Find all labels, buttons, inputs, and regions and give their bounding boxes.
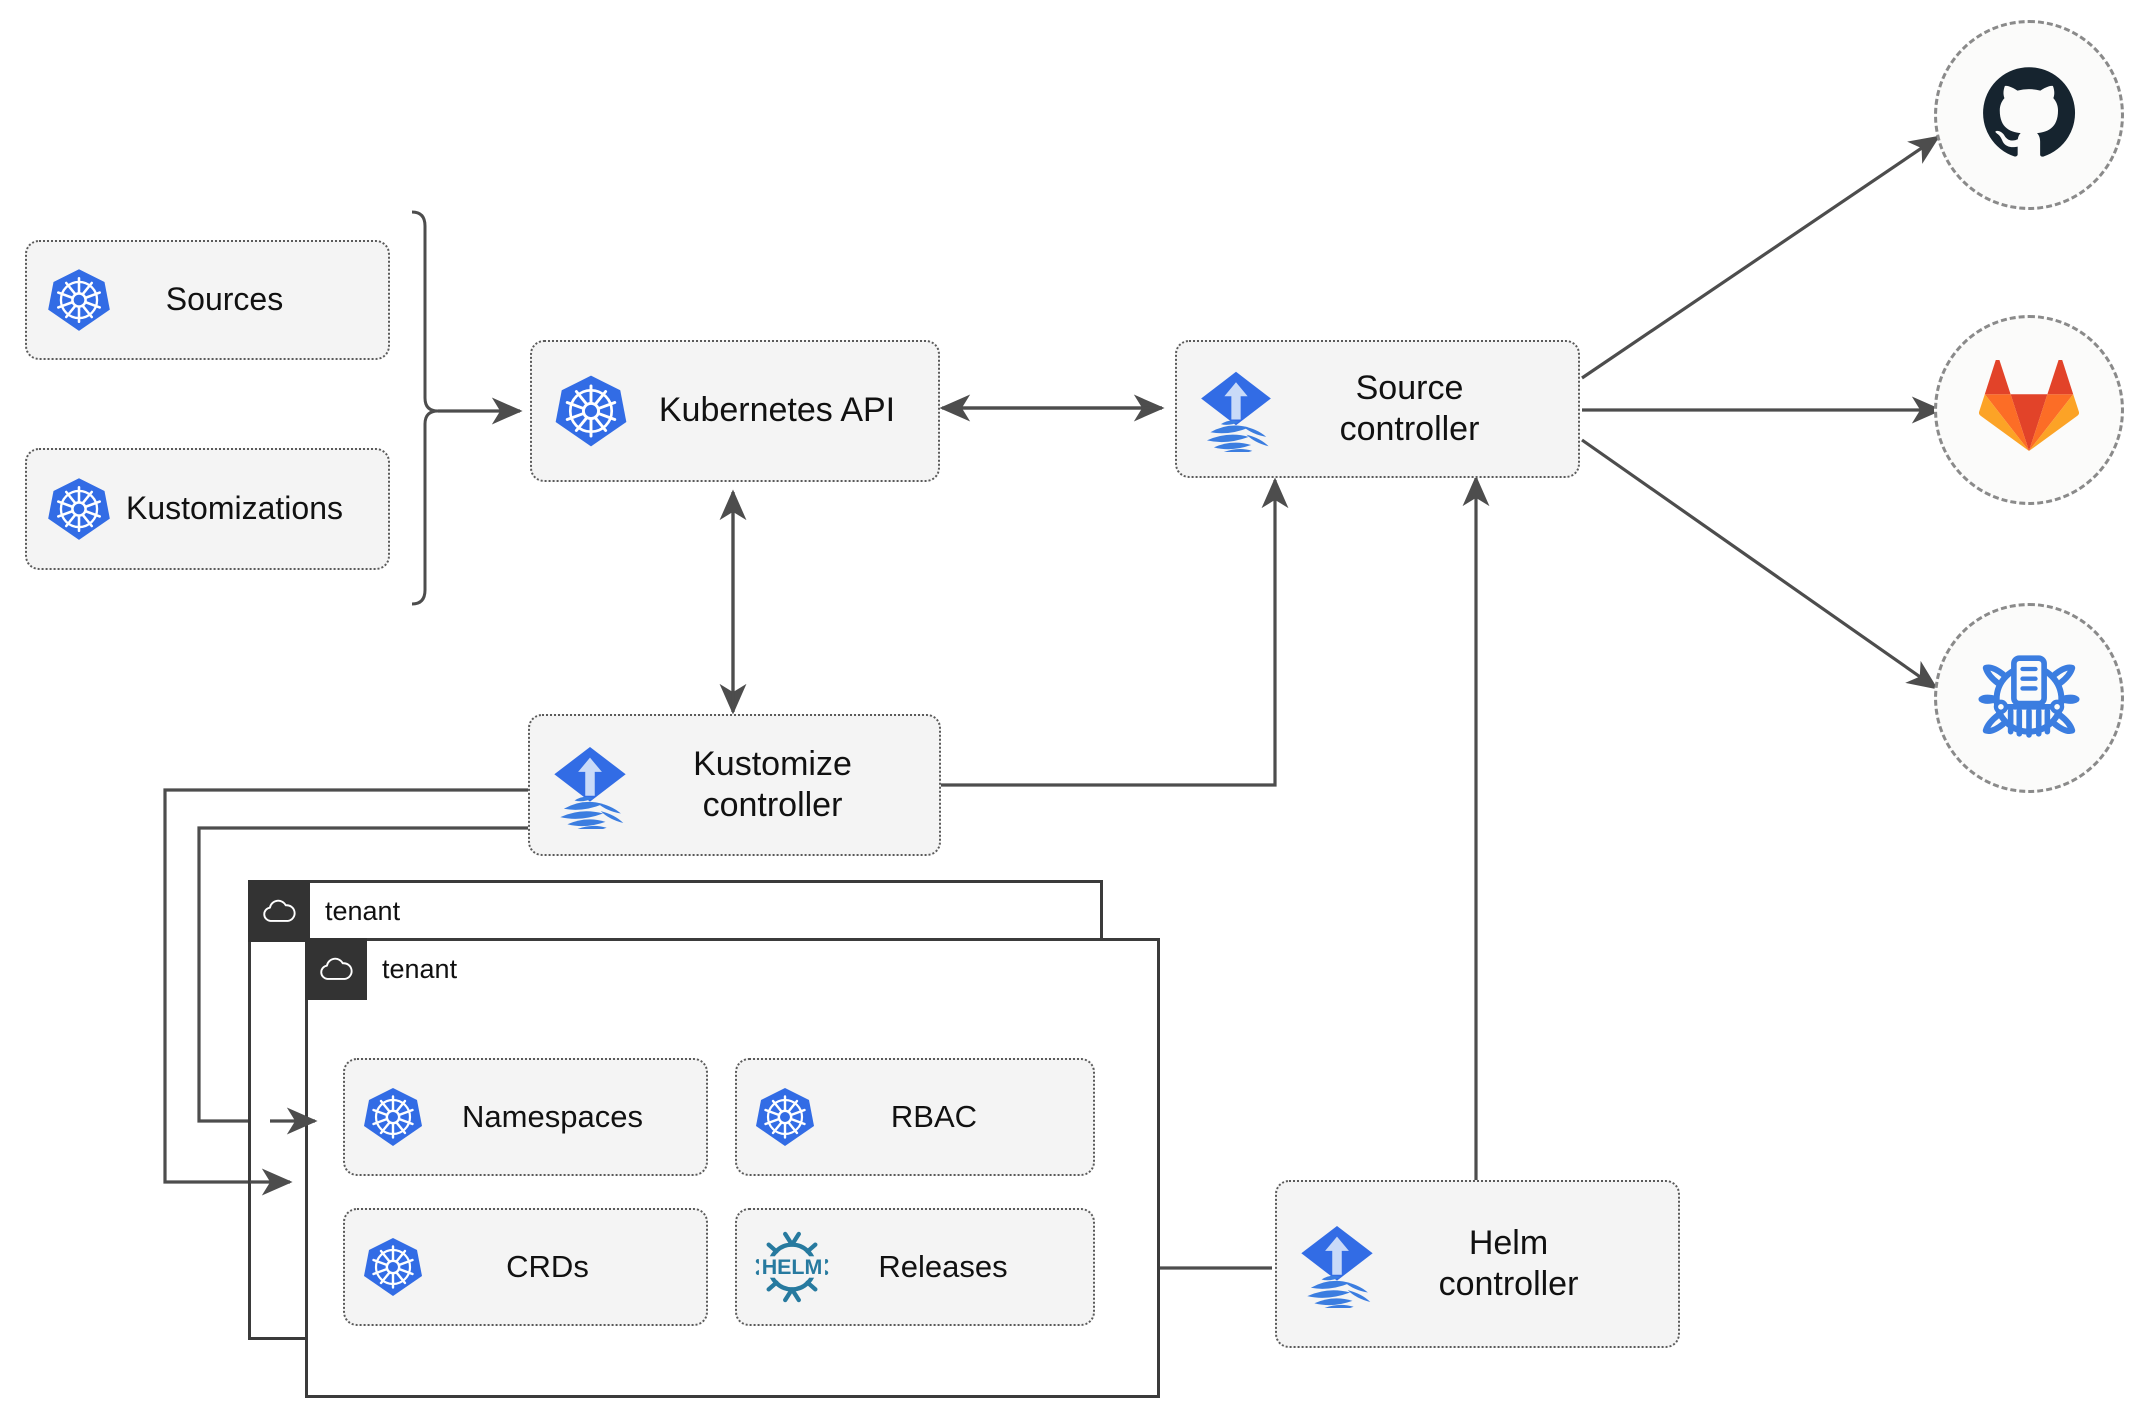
node-source-controller[interactable]: Source controller bbox=[1175, 340, 1580, 478]
node-helm-controller[interactable]: Helm controller bbox=[1275, 1180, 1680, 1348]
kubernetes-icon bbox=[45, 266, 113, 334]
tenant-label: tenant bbox=[382, 953, 458, 984]
kubernetes-icon bbox=[45, 475, 113, 543]
flux-icon bbox=[1195, 366, 1277, 452]
node-label: Releases bbox=[878, 1249, 1008, 1285]
node-label: Namespaces bbox=[462, 1099, 643, 1135]
node-label: Kustomize controller bbox=[693, 744, 852, 824]
repo-gitlab[interactable] bbox=[1934, 315, 2124, 505]
node-kubernetes-api[interactable]: Kubernetes API bbox=[530, 340, 940, 482]
flux-icon bbox=[1295, 1220, 1379, 1308]
node-namespaces[interactable]: Namespaces bbox=[343, 1058, 708, 1176]
kubernetes-icon bbox=[552, 372, 630, 450]
wire-kustomize-to-tenant-1 bbox=[163, 788, 528, 1196]
kubernetes-icon bbox=[361, 1085, 425, 1149]
node-label: RBAC bbox=[890, 1099, 978, 1135]
github-icon bbox=[1977, 61, 2081, 170]
helm-icon: HELM bbox=[753, 1231, 831, 1303]
cloud-icon bbox=[305, 938, 367, 1000]
node-label: Kubernetes API bbox=[658, 391, 896, 430]
node-label: Sources bbox=[165, 281, 284, 318]
wire-source-to-helm-registry bbox=[1581, 438, 1939, 690]
tenant-label: tenant bbox=[325, 895, 401, 926]
node-rbac[interactable]: RBAC bbox=[735, 1058, 1095, 1176]
helm-repository-icon bbox=[1975, 642, 2083, 755]
kubernetes-icon bbox=[361, 1235, 425, 1299]
wire-group-brace bbox=[411, 210, 439, 606]
node-kustomizations[interactable]: Kustomizations bbox=[25, 448, 390, 570]
node-label: CRDs bbox=[506, 1249, 589, 1285]
flux-icon bbox=[548, 741, 632, 829]
svg-text:HELM: HELM bbox=[762, 1255, 823, 1279]
gitlab-icon bbox=[1979, 358, 2079, 461]
node-releases[interactable]: HELM Releases bbox=[735, 1208, 1095, 1326]
repo-helm-registry[interactable] bbox=[1934, 603, 2124, 793]
node-label: Source controller bbox=[1339, 368, 1480, 448]
node-kustomize-controller[interactable]: Kustomize controller bbox=[528, 714, 941, 856]
cloud-icon bbox=[248, 880, 310, 942]
repo-github[interactable] bbox=[1934, 20, 2124, 210]
node-label: Helm controller bbox=[1438, 1223, 1579, 1303]
wire-source-to-github bbox=[1581, 135, 1941, 380]
kubernetes-icon bbox=[753, 1085, 817, 1149]
wire-kustomize-to-source bbox=[940, 477, 1289, 787]
node-label: Kustomizations bbox=[126, 490, 343, 527]
node-crds[interactable]: CRDs bbox=[343, 1208, 708, 1326]
node-sources[interactable]: Sources bbox=[25, 240, 390, 360]
